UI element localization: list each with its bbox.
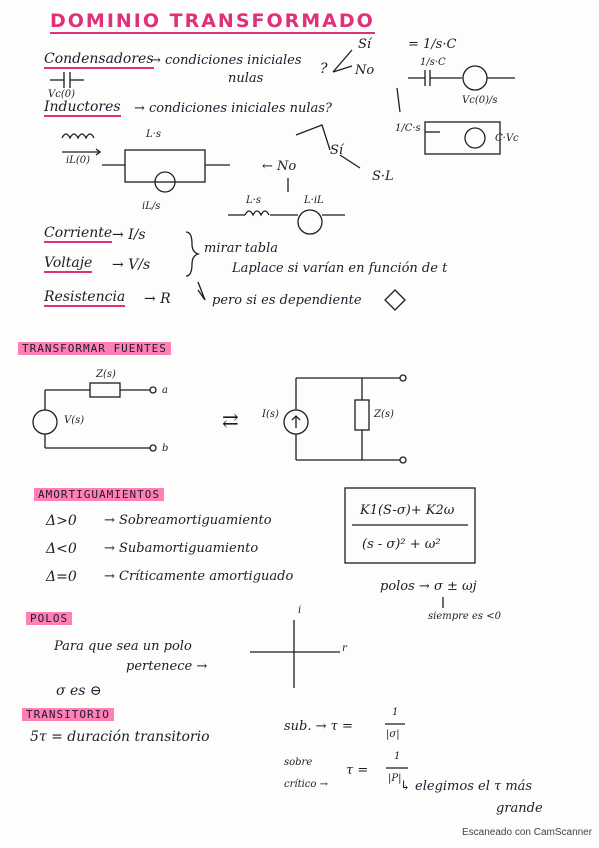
amort-row-3-text: → Críticamente amortiguado [104,569,294,584]
polos-line2: pertenece → [126,659,208,674]
equivalence-symbol: ⇄ [222,408,239,432]
axis-real-label: r [342,643,347,654]
inductor-series-circuit [228,209,345,235]
capacitor-source-circuit [408,65,515,91]
inductores-desc: → condiciones iniciales nulas? [134,101,332,116]
condensadores-no-source: Vc(0)/s [462,95,498,106]
inductor-parallel-circuit [102,149,230,193]
polos-line3: σ es ⊖ [56,683,102,699]
transitorio-definition: 5τ = duración transitorio [30,729,210,745]
voltaje-value: → V/s [112,257,151,273]
condensadores-cv-impedance: 1/C·s [395,123,421,134]
capacitor-symbol [50,72,84,88]
brace [185,231,201,277]
voltaje-label: Voltaje [44,255,93,273]
complex-plane-axes [250,620,340,688]
transformar-zs-right: Z(s) [374,409,394,420]
transitorio-header: TRANSITORIO [22,708,114,721]
arrow-si-cond [332,49,353,73]
formula-box [344,487,476,564]
dependent-source-diamond [384,289,406,311]
capacitor-vc0-label: Vc(0) [48,89,75,100]
inductores-no: ← No [262,159,297,174]
transitorio-crit-num: 1 [394,751,401,762]
corriente-label: Corriente [44,225,113,243]
transitorio-sobre: sobre [284,757,313,768]
inductores-si-result: S·L [372,169,394,184]
amortiguamientos-header: AMORTIGUAMIENTOS [34,488,164,501]
transformar-zs-top: Z(s) [96,369,116,380]
arrow-down-cond [396,87,401,113]
amort-row-2-text: → Subamortiguamiento [104,541,259,556]
axis-imaginary-label: i [298,605,302,616]
inductores-label: Inductores [44,99,121,117]
transitorio-sub-den: |σ| [386,729,400,740]
formula-numerator: K1(S-σ)+ K2ω [360,503,455,518]
inductor-ls2-label: L·s [246,195,261,206]
condensadores-cv-source: C·Vc [495,133,519,144]
polos-header: POLOS [26,612,73,625]
mirar-tabla: mirar tabla [204,241,279,256]
transformar-header: TRANSFORMAR FUENTES [18,342,171,355]
transitorio-critico: crítico → [284,779,328,790]
laplace-note: Laplace si varían en función de t [232,261,448,276]
scanner-watermark: Escaneado con CamScanner [462,827,593,838]
inductores-si: Sí [330,143,344,158]
resistencia-label: Resistencia [44,289,126,307]
arrow-brace [197,281,206,301]
condensadores-si-result: = 1/s·C [408,37,457,52]
amort-row-3-cond: Δ=0 [46,569,77,585]
voltage-source-circuit [32,382,157,452]
terminal-a-label: a [162,385,168,396]
transitorio-sub: sub. → τ = [284,719,353,734]
current-source-label: I(s) [262,409,279,420]
siempre-note: siempre es <0 [428,611,501,622]
amort-row-2-cond: Δ<0 [46,541,77,557]
arrow-si-ind [295,124,331,151]
inductor-il0-label: iL(0) [66,155,91,166]
elegimos-note-2: grande [496,801,543,816]
formula-denominator: (s - σ)² + ω² [362,537,441,552]
condensadores-no-impedance: 1/s·C [420,57,446,68]
condensadores-question: ? [320,61,328,77]
dependiente-note: pero si es dependiente [212,293,362,308]
page-title: DOMINIO TRANSFORMADO [50,10,375,34]
elegimos-note-1: ↳ elegimos el τ más [400,779,533,794]
condensadores-label: Condensadores [44,51,154,69]
amort-row-1-cond: Δ>0 [46,513,77,529]
inductor-il-s-label: iL/s [142,201,161,212]
capacitor-parallel-circuit [424,121,501,155]
transitorio-crit-tau: τ = [346,763,369,778]
condensadores-desc1: → condiciones iniciales [150,53,302,68]
inductor-symbol [61,133,102,156]
voltage-source-label: V(s) [64,415,85,426]
current-source-circuit [283,374,407,464]
transitorio-crit-den: |P| [388,773,402,784]
condensadores-no: No [355,63,375,78]
amort-row-1-text: → Sobreamortiguamiento [104,513,272,528]
polos-line1: Para que sea un polo [54,639,192,654]
inductor-li-label: L·iL [304,195,324,206]
terminal-b-label: b [162,443,169,454]
condensadores-desc2: nulas [228,71,264,86]
inductor-ls1-label: L·s [146,129,161,140]
transitorio-sub-num: 1 [392,707,399,718]
polos-expression: polos → σ ± ωj [380,579,477,594]
condensadores-si: Sí [358,37,372,52]
resistencia-value: → R [144,291,171,307]
corriente-value: → I/s [112,227,146,243]
